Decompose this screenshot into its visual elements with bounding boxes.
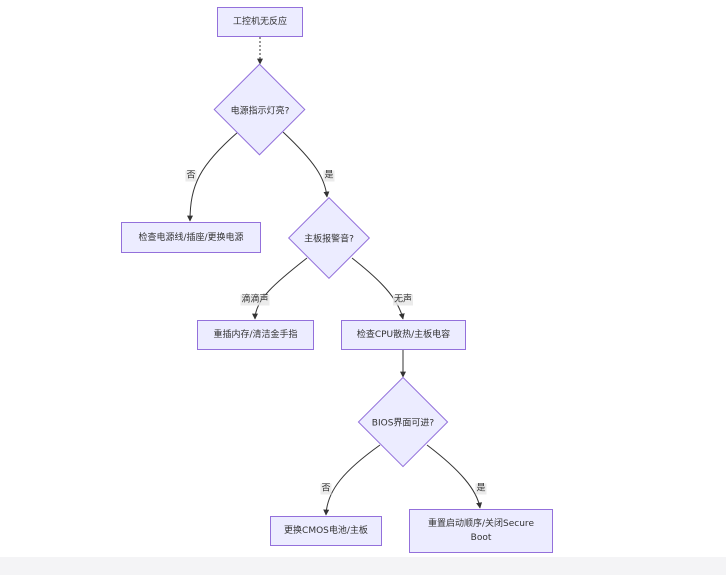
decision-beep-label: 主板报警音?	[304, 234, 354, 245]
edge-label-beep-didi: 滴滴声	[240, 294, 270, 306]
node-check-cpu: 检查CPU散热/主板电容	[341, 320, 466, 350]
edge-label-bios-no: 否	[320, 483, 332, 495]
decision-power-label: 电源指示灯亮?	[230, 106, 290, 117]
node-reset-boot-label-line2: Boot	[470, 533, 492, 543]
edge-label-power-no: 否	[185, 170, 197, 182]
edge-bios-no	[323, 444, 381, 516]
bottom-strip	[0, 557, 726, 575]
node-check-power: 检查电源线/插座/更换电源	[121, 222, 261, 253]
decision-bios-label: BIOS界面可进?	[371, 418, 435, 429]
node-start: 工控机无反应	[217, 7, 303, 37]
flowchart-edges	[187, 37, 483, 516]
node-reset-boot: 重置启动顺序/关闭Secure Boot	[409, 509, 553, 553]
node-check-power-label: 检查电源线/插座/更换电源	[138, 232, 244, 243]
edge-beep-none	[351, 257, 405, 320]
node-check-cpu-label: 检查CPU散热/主板电容	[356, 330, 451, 340]
edge-beep-didi	[252, 257, 308, 320]
edge-power-yes	[282, 131, 330, 198]
node-reset-boot-label-line1: 重置启动顺序/关闭Secure	[428, 519, 534, 529]
node-reseat-memory-label: 重插内存/清洁金手指	[213, 330, 298, 340]
node-reseat-memory: 重插内存/清洁金手指	[197, 320, 314, 350]
edge-bios-yes	[426, 444, 483, 509]
edge-label-bios-yes: 是	[475, 483, 487, 495]
node-replace-cmos: 更换CMOS电池/主板	[270, 516, 382, 546]
flowchart-canvas: 工控机无反应 检查电源线/插座/更换电源 重插内存/清洁金手指 检查CPU散热/…	[0, 0, 726, 557]
edge-label-beep-none: 无声	[392, 294, 414, 306]
node-start-label: 工控机无反应	[232, 17, 287, 27]
node-replace-cmos-label: 更换CMOS电池/主板	[284, 526, 368, 536]
edge-label-power-yes: 是	[323, 170, 335, 182]
edge-power-no	[187, 131, 239, 222]
